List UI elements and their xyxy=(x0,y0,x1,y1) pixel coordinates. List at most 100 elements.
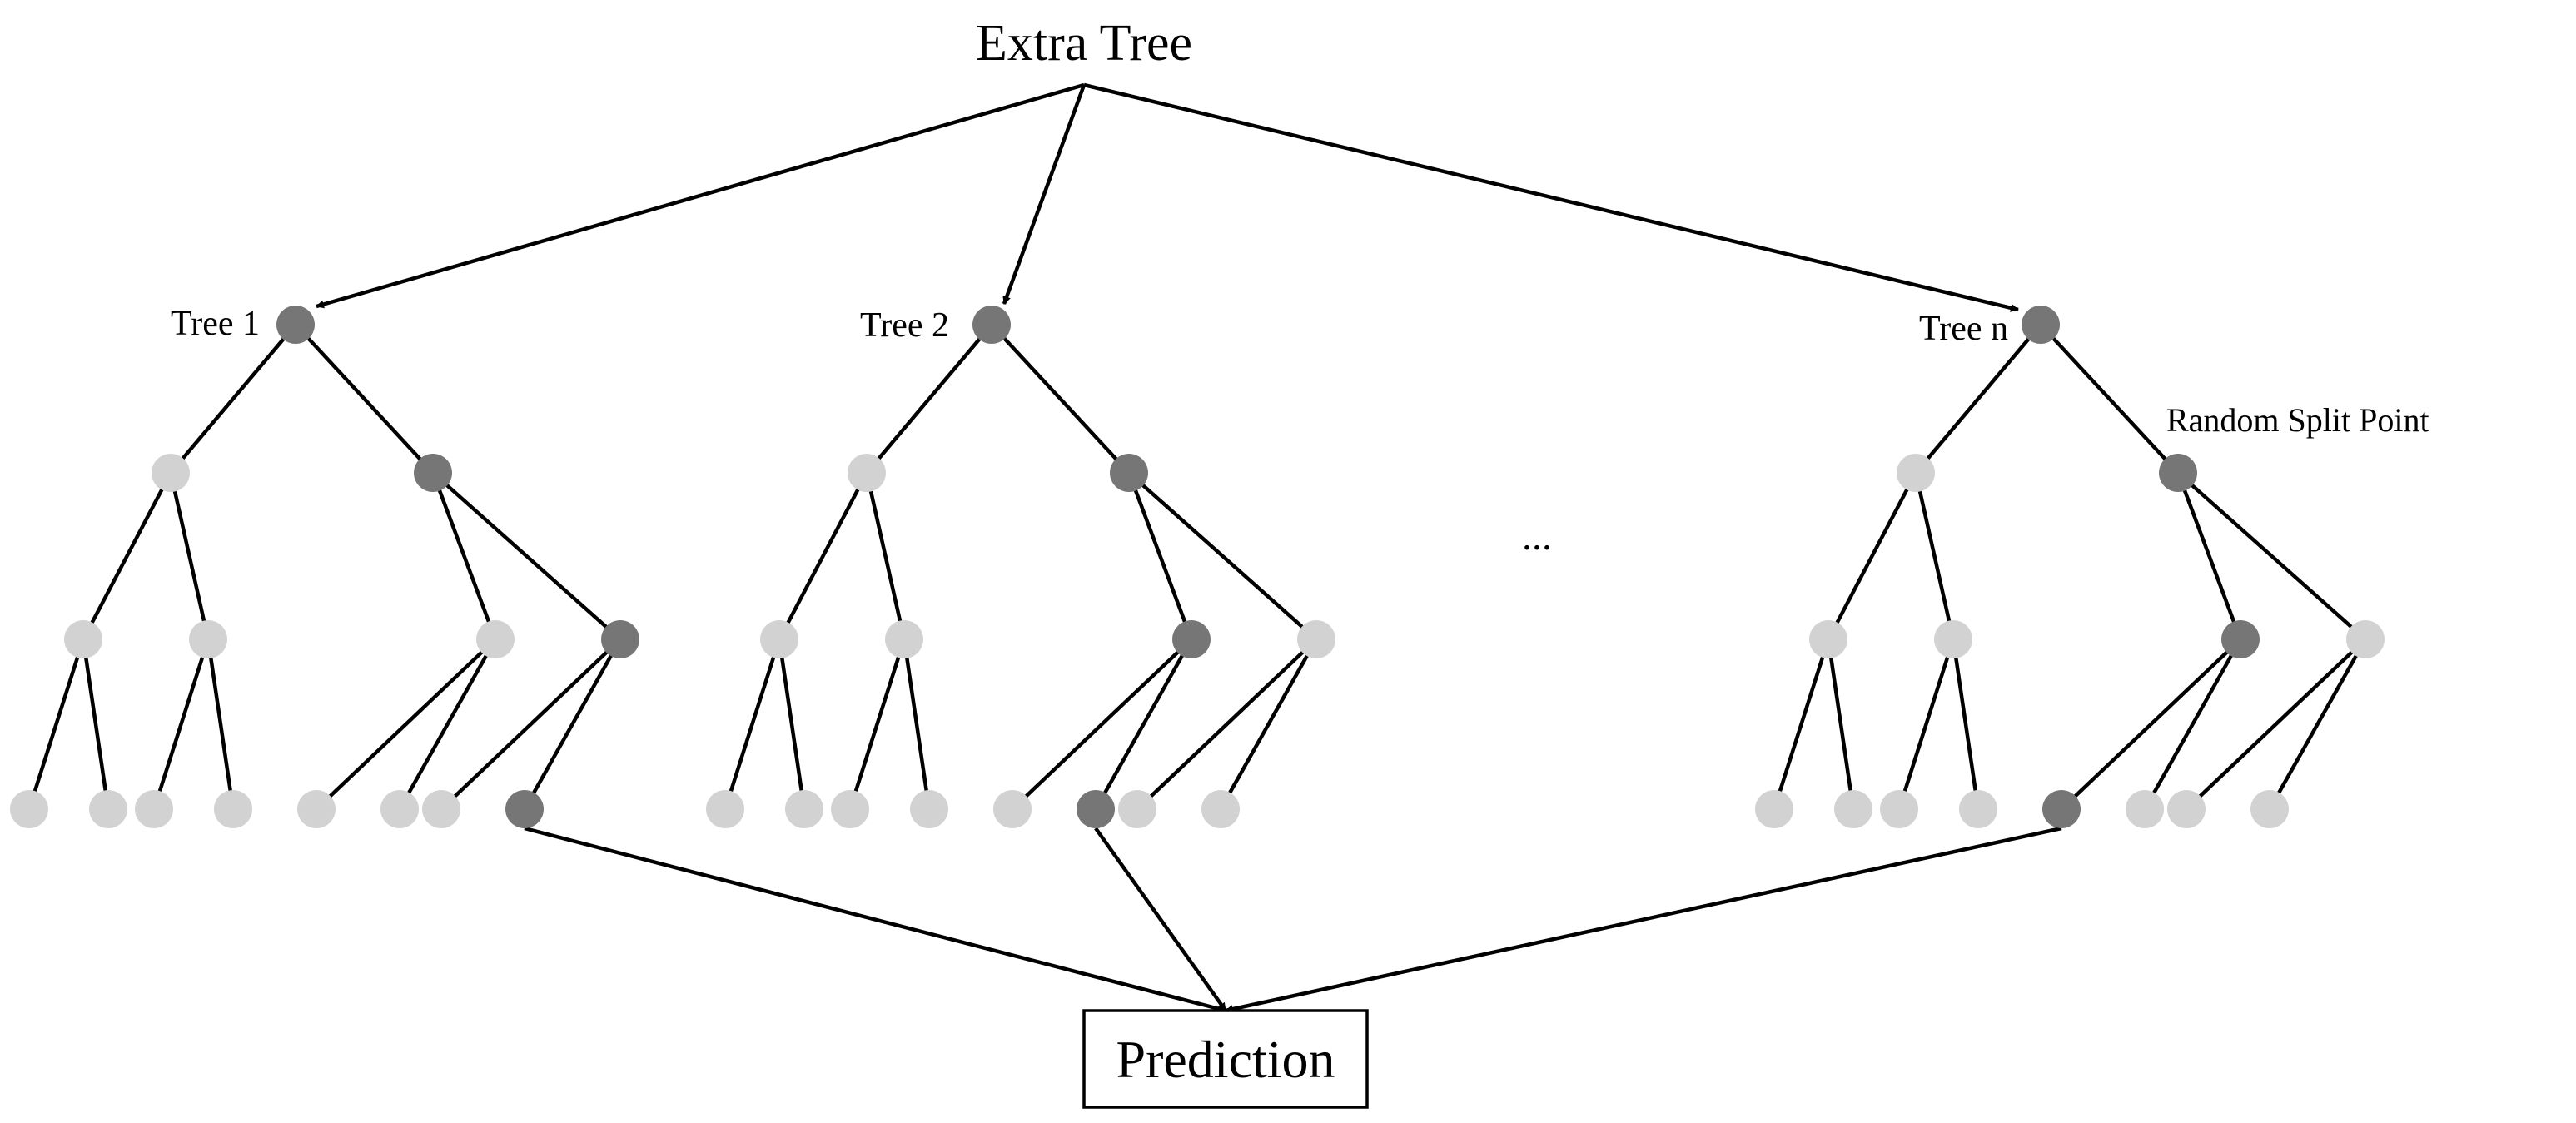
tree-edge xyxy=(2268,638,2367,811)
split-node xyxy=(910,790,948,828)
tree-nodes xyxy=(10,306,2385,828)
arrow-to-tree-3 xyxy=(1083,82,2019,312)
arrows xyxy=(316,82,2062,1013)
split-node-selected xyxy=(2221,620,2260,658)
split-node-selected xyxy=(505,790,544,828)
arrow-to-prediction-3 xyxy=(1225,826,2062,1013)
split-node xyxy=(1809,620,1847,658)
split-node-selected xyxy=(414,454,452,492)
split-node xyxy=(1880,790,1918,828)
split-node xyxy=(135,790,173,828)
tree-edge xyxy=(1136,638,1318,811)
prediction-box: Prediction xyxy=(1082,1009,1369,1109)
split-node xyxy=(2250,790,2289,828)
prediction-box-frame xyxy=(1082,1009,1369,1109)
split-node xyxy=(1934,620,1972,658)
split-node-selected xyxy=(2022,306,2060,344)
tree-edge xyxy=(1126,472,1194,640)
tree-edge xyxy=(1826,639,1856,810)
arrow-to-prediction-1 xyxy=(524,826,1226,1013)
split-node xyxy=(476,620,515,658)
split-node-selected xyxy=(2159,454,2197,492)
tree-edge xyxy=(1219,638,1318,811)
tree-label-n: Tree n xyxy=(1919,310,2008,348)
prediction-label: Prediction xyxy=(1116,1030,1335,1089)
split-node-selected xyxy=(276,306,315,344)
split-node xyxy=(1297,620,1335,658)
tree-edge xyxy=(315,638,497,811)
tree-edge xyxy=(81,639,111,810)
tree-edge xyxy=(82,471,172,641)
split-node xyxy=(2167,790,2206,828)
split-node xyxy=(1118,790,1156,828)
tree-edge xyxy=(1897,639,1956,810)
tree-edge xyxy=(990,323,1131,475)
split-node-selected xyxy=(1172,620,1211,658)
tree-edge xyxy=(778,471,868,641)
diagram-title: Extra Tree xyxy=(976,15,1192,72)
tree-edge xyxy=(2143,638,2242,811)
split-node-selected xyxy=(1077,790,1115,828)
split-node xyxy=(10,790,48,828)
tree-edge xyxy=(1951,639,1981,810)
tree-edge xyxy=(169,323,297,475)
arrow-to-tree-2 xyxy=(1002,84,1087,305)
tree-edge xyxy=(168,472,211,640)
arrow-to-tree-1 xyxy=(316,82,1085,309)
split-node xyxy=(64,620,102,658)
tree-edge xyxy=(398,638,497,811)
ellipsis: ... xyxy=(1522,514,1552,559)
split-node xyxy=(297,790,336,828)
split-node xyxy=(1201,790,1240,828)
split-node xyxy=(993,790,1032,828)
tree-edge xyxy=(2060,638,2242,811)
split-node xyxy=(2126,790,2164,828)
split-node xyxy=(2346,620,2385,658)
tree-edge xyxy=(864,472,907,640)
split-node-selected xyxy=(601,620,639,658)
arrow-to-prediction-2 xyxy=(1094,827,1227,1012)
split-node xyxy=(760,620,798,658)
tree-edge xyxy=(206,639,236,810)
split-node xyxy=(422,790,460,828)
split-node xyxy=(885,620,923,658)
tree-edge xyxy=(1913,472,1956,640)
tree-edge xyxy=(431,471,622,641)
tree-edge xyxy=(27,639,86,810)
tree-edge xyxy=(152,639,211,810)
tree-edge xyxy=(1772,639,1831,810)
split-node-selected xyxy=(1110,454,1148,492)
tree-edge xyxy=(1127,471,1318,641)
tree-edge xyxy=(2176,472,2243,640)
tree-edge xyxy=(1094,638,1193,811)
tree-edge xyxy=(1011,638,1193,811)
split-node-selected xyxy=(2042,790,2081,828)
tree-label-2: Tree 2 xyxy=(860,306,949,345)
tree-edge xyxy=(902,639,932,810)
tree-edge xyxy=(440,638,622,811)
split-node xyxy=(214,790,252,828)
tree-edge xyxy=(2185,638,2367,811)
tree-label-1: Tree 1 xyxy=(171,305,260,343)
tree-edge xyxy=(848,639,907,810)
tree-edges xyxy=(27,323,2367,811)
split-node xyxy=(1897,454,1935,492)
tree-edge xyxy=(865,323,993,475)
tree-edge xyxy=(2039,323,2180,475)
split-node xyxy=(89,790,127,828)
tree-edge xyxy=(777,639,807,810)
tree-labels: Tree 1 Tree 2 Tree n xyxy=(171,305,2008,348)
split-node xyxy=(189,620,227,658)
split-node xyxy=(1959,790,1997,828)
tree-edge xyxy=(430,472,498,640)
split-node xyxy=(706,790,744,828)
split-node-selected xyxy=(972,306,1011,344)
tree-edge xyxy=(294,323,435,475)
random-split-point-label: Random Split Point xyxy=(2166,401,2429,439)
tree-edge xyxy=(1914,323,2042,475)
split-node xyxy=(152,454,190,492)
split-node xyxy=(831,790,869,828)
split-node xyxy=(785,790,823,828)
